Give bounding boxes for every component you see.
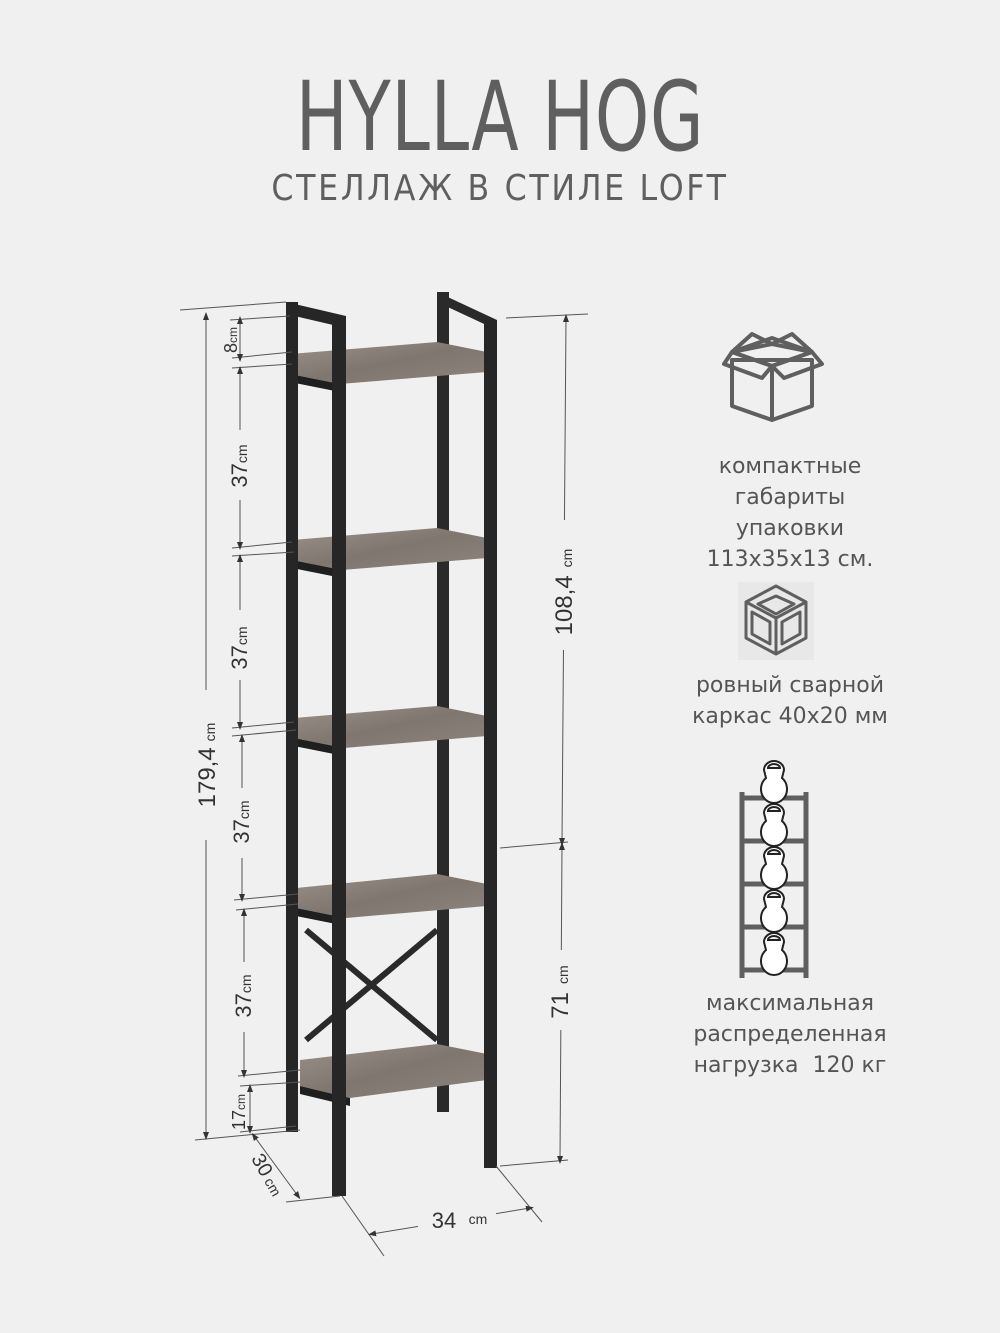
shelf-with-kettlebells-icon [736,756,812,987]
dimension-bottom-gap [239,1081,301,1134]
svg-text:8cm: 8cm [221,327,241,353]
svg-text:37cm: 37cm [227,444,252,487]
svg-text:34: 34 [432,1208,456,1233]
shelf-5 [300,1044,487,1106]
svg-text:17cm: 17cm [229,1094,249,1130]
front-posts [286,302,346,1196]
svg-text:37cm: 37cm [229,800,254,843]
svg-text:37cm: 37cm [227,626,252,669]
dimension-top-gap [229,315,293,362]
svg-text:71cm: 71cm [547,965,574,1018]
svg-text:108,4cm: 108,4cm [551,549,578,636]
dimension-depth [251,1132,341,1203]
feature-frame-text: ровный сварной каркас 40x20 мм [692,673,888,729]
open-box-icon [722,330,826,429]
svg-text:cm: cm [469,1211,488,1227]
feature-packaging-text: компактные габариты упаковки 113x35x13 с… [706,454,874,572]
svg-text:37cm: 37cm [231,974,256,1017]
shelf-4 [296,874,487,926]
shelf-1 [290,342,487,392]
shelves [290,342,487,1106]
label-total-height: 179,4cm [194,723,221,808]
svg-text:30cm: 30cm [246,1150,288,1200]
shelf-2 [292,528,487,578]
kettlebell-icon [760,760,788,804]
cross-brace [304,927,439,1043]
shelf-3 [294,706,487,756]
product-title: HYLLA HOG [295,61,705,173]
product-subtitle: СТЕЛЛАЖ В СТИЛЕ LOFT [271,168,729,209]
feature-load-text: максимальная распределенная нагрузка 120… [693,991,887,1078]
welded-frame-cube-icon [738,582,814,665]
